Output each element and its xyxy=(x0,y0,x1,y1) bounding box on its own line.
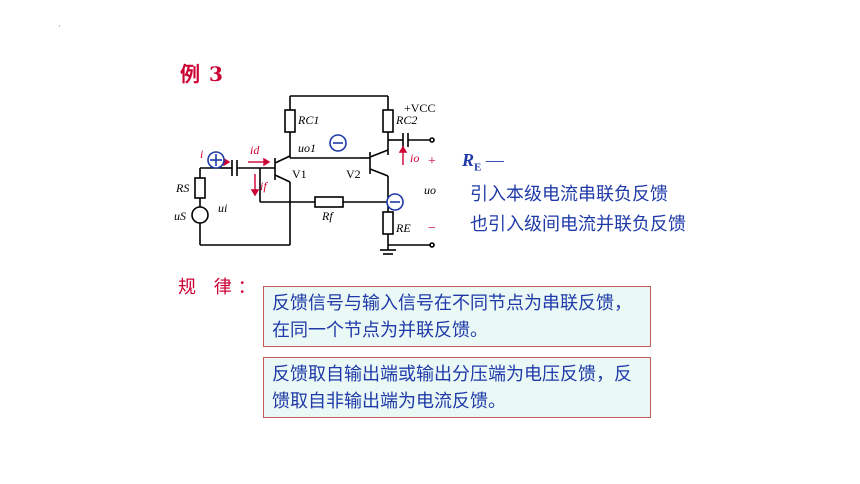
svg-text:if: if xyxy=(260,179,268,193)
svg-text:io: io xyxy=(410,151,419,165)
rc1-resistor xyxy=(284,109,296,133)
circuit-diagram: RC1 RC2 +VCC uo1 RS uS ui Rf RE uo V1 V2… xyxy=(174,95,436,255)
svg-text:V1: V1 xyxy=(292,167,307,181)
us-source xyxy=(191,206,209,224)
svg-text:RC1: RC1 xyxy=(297,113,319,127)
svg-text:+: + xyxy=(428,154,436,169)
svg-text:uo: uo xyxy=(424,183,436,197)
svg-text:ui: ui xyxy=(218,201,227,215)
svg-text:Rf: Rf xyxy=(321,209,334,223)
re-label: RE — xyxy=(462,150,504,174)
svg-text:+VCC: +VCC xyxy=(404,101,435,115)
svg-text:RE: RE xyxy=(395,221,411,235)
re-description-line2: 也引入级间电流并联负反馈 xyxy=(470,214,686,235)
svg-text:RS: RS xyxy=(175,181,189,195)
dot-mark: · xyxy=(58,22,61,31)
svg-text:V2: V2 xyxy=(346,167,361,181)
rs-resistor xyxy=(194,177,206,199)
svg-text:id: id xyxy=(250,143,260,157)
rf-resistor xyxy=(314,196,344,208)
re-resistor xyxy=(382,211,394,235)
rc2-resistor xyxy=(382,109,394,133)
svg-text:RC2: RC2 xyxy=(395,113,417,127)
svg-text:uo1: uo1 xyxy=(298,141,316,155)
rule-box-series-parallel: 反馈信号与输入信号在不同节点为串联反馈，在同一个节点为并联反馈。 xyxy=(263,286,651,347)
svg-text:−: − xyxy=(428,221,436,236)
example-title: 例 3 xyxy=(180,62,224,86)
svg-text:uS: uS xyxy=(174,209,186,223)
rule-heading: 规 律： xyxy=(178,277,262,298)
polarity-marks xyxy=(207,134,404,211)
rule-box-voltage-current: 反馈取自输出端或输出分压端为电压反馈，反馈取自非输出端为电流反馈。 xyxy=(263,357,651,418)
svg-text:i: i xyxy=(200,147,203,161)
re-description-line1: 引入本级电流串联负反馈 xyxy=(470,184,668,205)
